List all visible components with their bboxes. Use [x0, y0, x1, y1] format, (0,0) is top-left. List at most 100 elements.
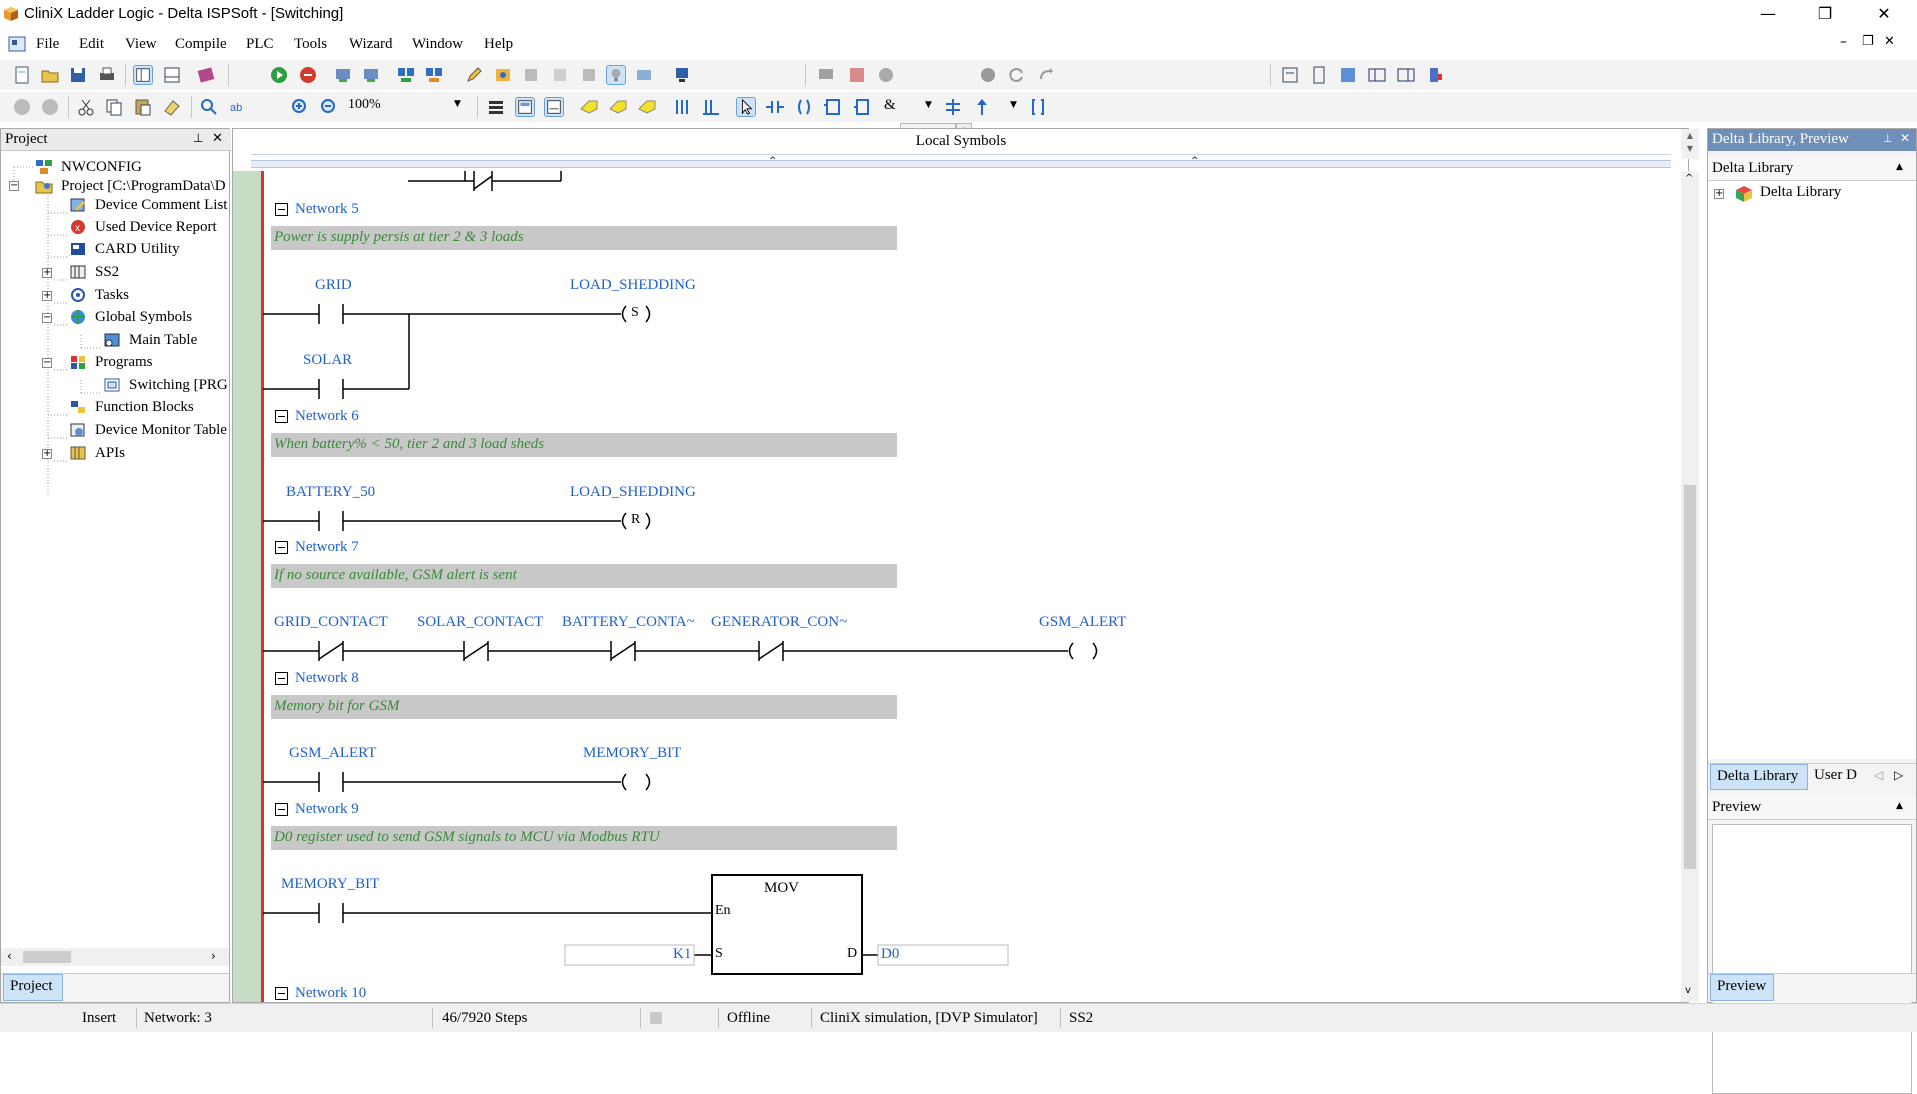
splitter-up-icon-2[interactable]: ^ — [1191, 156, 1199, 166]
mdi-minimize-button[interactable]: – — [1840, 34, 1847, 50]
select-pointer-icon[interactable] — [736, 97, 756, 117]
library-close-icon[interactable]: ✕ — [1900, 131, 1911, 145]
api-block-icon[interactable] — [852, 97, 872, 117]
view-tool-e-icon[interactable] — [1396, 65, 1416, 85]
contact-grid-contact-label[interactable]: GRID_CONTACT — [274, 614, 388, 630]
view-tool-f-icon[interactable] — [1425, 65, 1445, 85]
device-monitor-icon[interactable] — [634, 65, 654, 85]
and-operator-button[interactable]: & — [884, 97, 896, 113]
gray-tool-a-icon[interactable] — [816, 65, 836, 85]
line-dropdown-chevron-icon[interactable]: ▼ — [1010, 100, 1017, 110]
tree-expander-programs[interactable]: − — [42, 357, 52, 368]
upload-icon[interactable] — [333, 65, 353, 85]
replace-icon[interactable]: ab — [228, 97, 248, 117]
gray-tool-c-icon[interactable] — [876, 65, 896, 85]
coil-load-shedding-reset-label[interactable]: LOAD_SHEDDING — [570, 484, 696, 500]
tree-expander-ss2[interactable]: + — [42, 267, 52, 278]
symbol-view-icon[interactable] — [544, 97, 564, 117]
local-symbols-header[interactable]: Local Symbols — [251, 129, 1671, 155]
tree-item-ss2[interactable]: SS2 — [95, 264, 120, 280]
contact-gsm-alert-label[interactable]: GSM_ALERT — [289, 745, 377, 761]
gray-tool-b-icon[interactable] — [847, 65, 867, 85]
library-book-icon[interactable] — [196, 65, 216, 85]
label-tag-2-icon[interactable] — [608, 97, 628, 117]
tree-item-nwconfig[interactable]: NWCONFIG — [61, 159, 142, 175]
tree-item-device-monitor-table[interactable]: Device Monitor Table — [95, 422, 227, 438]
tree-item-global-symbols[interactable]: Global Symbols — [95, 309, 193, 325]
tree-item-programs[interactable]: Programs — [95, 354, 153, 370]
find-icon[interactable] — [199, 97, 219, 117]
coil-gsm-alert-label[interactable]: GSM_ALERT — [1039, 614, 1127, 630]
tab-scroll-left-icon[interactable]: ◁ — [1874, 768, 1884, 782]
library-collapse-icon[interactable]: ▲ — [1896, 162, 1903, 172]
paste-icon[interactable] — [133, 97, 153, 117]
pencil-icon[interactable] — [464, 65, 484, 85]
redo-icon[interactable] — [1036, 65, 1056, 85]
network-5-comment[interactable]: Power is supply persis at tier 2 & 3 loa… — [271, 226, 897, 250]
menu-window[interactable]: Window — [412, 36, 464, 52]
copy-icon[interactable] — [104, 97, 124, 117]
tree-expander-tasks[interactable]: + — [42, 290, 52, 301]
coil-load-shedding-set-label[interactable]: LOAD_SHEDDING — [570, 277, 696, 293]
menu-tools[interactable]: Tools — [294, 36, 328, 52]
document-icon[interactable] — [8, 36, 26, 52]
network-9-label[interactable]: Network 9 — [295, 801, 359, 817]
tree-item-card-utility[interactable]: CARD Utility — [95, 241, 180, 257]
zoom-select[interactable]: 100% ▼ — [348, 95, 466, 119]
network-8-comment[interactable]: Memory bit for GSM — [271, 695, 897, 719]
contact-battery-contact-label[interactable]: BATTERY_CONTA~ — [562, 614, 695, 630]
minimize-button[interactable]: — — [1760, 4, 1776, 23]
preview-section-header[interactable]: Preview ▲ — [1708, 796, 1916, 820]
refresh-icon[interactable] — [1007, 65, 1027, 85]
and-dropdown-chevron-icon[interactable]: ▼ — [925, 100, 932, 110]
view-tool-a-icon[interactable] — [1280, 65, 1300, 85]
scroll-down-icon[interactable]: v — [1685, 985, 1691, 996]
network-5-label[interactable]: Network 5 — [295, 201, 359, 217]
monitor-bulb-icon[interactable] — [606, 65, 626, 85]
tab-scroll-right-icon[interactable]: ▷ — [1894, 768, 1904, 782]
contact-solar-contact-label[interactable]: SOLAR_CONTACT — [417, 614, 544, 630]
view-tool-b-icon[interactable] — [1309, 65, 1329, 85]
network-upload-icon[interactable] — [396, 65, 416, 85]
network-9-collapse-button[interactable] — [275, 803, 288, 816]
compile-icon[interactable] — [493, 65, 513, 85]
forward-icon[interactable] — [40, 97, 60, 117]
network-10-collapse-button[interactable] — [275, 987, 288, 1000]
coil-icon[interactable] — [794, 97, 814, 117]
pin-icon[interactable]: ⊥ — [193, 131, 204, 145]
menu-view[interactable]: View — [125, 36, 157, 52]
coil-memory-bit-label[interactable]: MEMORY_BIT — [583, 745, 682, 761]
menu-compile[interactable]: Compile — [175, 36, 227, 52]
tree-item-device-comment-list[interactable]: Device Comment List — [95, 197, 228, 213]
scroll-left-icon[interactable]: ‹ — [7, 949, 12, 963]
cut-icon[interactable] — [76, 97, 96, 117]
tree-expander-apis[interactable]: + — [42, 448, 52, 459]
network-8-collapse-button[interactable] — [275, 672, 288, 685]
menu-edit[interactable]: Edit — [79, 36, 104, 52]
contact-icon[interactable] — [765, 97, 785, 117]
scroll-up-icon[interactable]: ^ — [1685, 173, 1694, 184]
tree-expander-project[interactable]: − — [9, 180, 19, 191]
zoom-in-icon[interactable] — [290, 97, 310, 117]
network-download-icon[interactable] — [424, 65, 444, 85]
label-tag-icon[interactable] — [579, 97, 599, 117]
run-icon[interactable] — [269, 65, 289, 85]
view-tool-d-icon[interactable] — [1367, 65, 1387, 85]
tree-item-main-table[interactable]: Main Table — [129, 332, 198, 348]
contact-memory-bit-label[interactable]: MEMORY_BIT — [281, 876, 380, 892]
tree-item-project[interactable]: Project [C:\ProgramData\D — [61, 178, 226, 194]
tab-delta-library[interactable]: Delta Library — [1710, 764, 1808, 790]
network-insert-icon[interactable] — [486, 97, 506, 117]
project-hscrollbar[interactable]: ‹ › — [1, 948, 229, 966]
tree-item-used-device-report[interactable]: Used Device Report — [95, 219, 217, 235]
view-tool-c-icon[interactable] — [1338, 65, 1358, 85]
vertical-line-delete-icon[interactable] — [972, 97, 992, 117]
network-9-comment[interactable]: D0 register used to send GSM signals to … — [271, 826, 897, 850]
symbols-scroll[interactable]: ▲▼ — [1681, 129, 1699, 159]
network-6-label[interactable]: Network 6 — [295, 408, 359, 424]
disabled-tool-3-icon[interactable] — [579, 65, 599, 85]
menu-plc[interactable]: PLC — [246, 36, 274, 52]
save-icon[interactable] — [68, 65, 88, 85]
eraser-icon[interactable] — [162, 97, 182, 117]
vertical-line-insert-icon[interactable] — [943, 97, 963, 117]
